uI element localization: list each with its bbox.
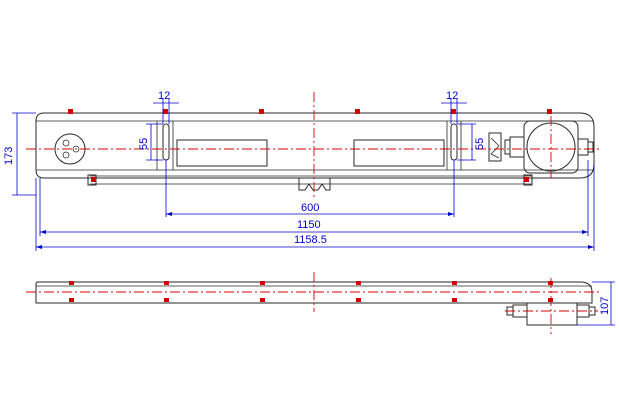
junction-gland-right: [577, 138, 589, 156]
dim-text-173: 173: [3, 147, 15, 165]
bolt: [452, 281, 457, 285]
bolt: [259, 109, 264, 114]
dim-text-55-left: 55: [138, 138, 150, 150]
arrow-1158-left: [36, 245, 42, 249]
bolt: [548, 281, 553, 285]
bolt: [356, 281, 361, 285]
bolt: [69, 298, 74, 302]
window-right: [353, 139, 445, 167]
slot-right: [450, 123, 458, 161]
junction-gland-left-nut: [504, 139, 511, 155]
dim-text-55-right: 55: [474, 138, 486, 150]
arrow-1158-right: [588, 245, 594, 249]
bolt: [547, 109, 552, 114]
connector-pin-1: [62, 139, 70, 147]
bolt: [69, 281, 74, 285]
top-bolts: [68, 109, 552, 182]
dim-text-12-left: 12: [158, 90, 170, 102]
center-clamp: [298, 178, 331, 191]
side-junction-box: [526, 302, 578, 326]
terminal-box: [488, 132, 502, 162]
bolt: [452, 298, 457, 302]
top-dimensions: 173 12 12 55 55 600 1150: [3, 90, 595, 251]
junction-gland-left: [509, 136, 525, 158]
bolt: [91, 177, 96, 182]
side-view: 107: [26, 272, 615, 334]
top-view: [26, 92, 600, 200]
connector-pin-2: [62, 151, 70, 159]
bolt: [356, 298, 361, 302]
window-left: [176, 139, 268, 167]
arrow-600-right: [448, 212, 454, 216]
bolt: [524, 177, 529, 182]
dim-text-1150: 1150: [297, 219, 321, 231]
bolt: [260, 281, 265, 285]
dim-text-600: 600: [301, 202, 319, 214]
terminal-box-mark: [490, 137, 500, 159]
top-plate-outline: [35, 112, 595, 179]
dim-text-12-right: 12: [446, 90, 458, 102]
slot-left: [162, 123, 170, 161]
arrow-1150-right: [582, 230, 588, 234]
bolt: [451, 109, 456, 114]
bolt: [164, 298, 169, 302]
bolt: [68, 109, 73, 114]
bolt: [260, 298, 265, 302]
arrow-1150-left: [40, 230, 46, 234]
bolt: [548, 298, 553, 302]
side-plate-outline: [35, 281, 593, 304]
connector-pin-3: [72, 145, 80, 153]
junction-gland-right-nut: [587, 141, 594, 153]
dim-text-107: 107: [599, 297, 611, 315]
bolt: [355, 109, 360, 114]
side-bolts: [69, 281, 553, 302]
bolt: [164, 281, 169, 285]
arrow-600-left: [166, 212, 172, 216]
bolt: [163, 109, 168, 114]
dim-text-1158: 1158.5: [294, 234, 327, 246]
